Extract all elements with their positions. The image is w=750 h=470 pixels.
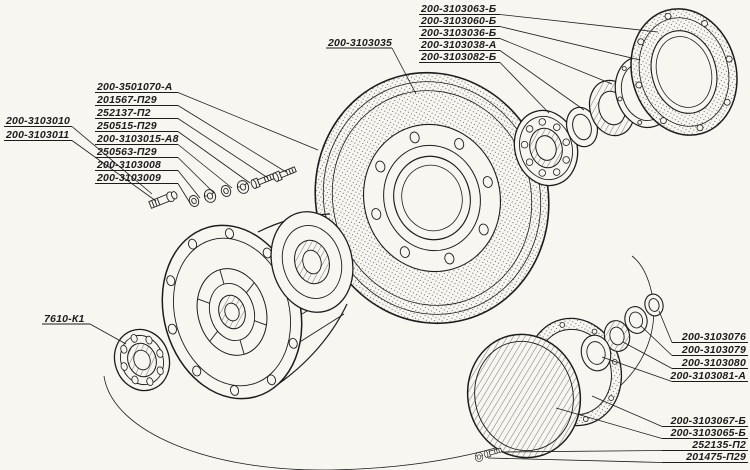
- part-label-right-1: 200-3103076: [681, 331, 746, 343]
- leader-line: [71, 126, 153, 195]
- outer-ball-bearing: [513, 109, 579, 187]
- brake-drum: [314, 71, 550, 325]
- axle-nut: [644, 293, 664, 317]
- leader-line: [177, 131, 251, 184]
- plate-bolt-holes: [635, 12, 733, 132]
- leader-line: [601, 356, 673, 382]
- stud-nut: [202, 187, 218, 205]
- part-label-left-7: 200-3103008: [96, 159, 161, 171]
- inner-taper-bearing: [113, 328, 171, 392]
- thrust-washer: [580, 334, 612, 372]
- part-label-left-1: 200-3501070-А: [96, 81, 173, 93]
- wheel-hub: [161, 211, 354, 400]
- leader-line: [177, 118, 269, 179]
- part-label-drum: 200-3103035: [327, 37, 392, 49]
- part-label-bottom-right-2: 200-3103065-Б: [670, 427, 747, 439]
- part-label-top-right-2: 200-3103060-Б: [420, 15, 497, 27]
- drum-bolt-holes: [371, 131, 493, 265]
- leader-line: [177, 144, 233, 189]
- leader-line: [622, 341, 673, 369]
- part-label-left-4: 250515-П29: [96, 120, 157, 132]
- leader-line: [591, 395, 663, 427]
- part-label-left-2: 201567-П29: [96, 94, 157, 106]
- part-label-left-6: 250563-П29: [96, 146, 157, 158]
- part-label-left-5: 200-3103015-А8: [96, 133, 179, 145]
- leader-line: [177, 170, 201, 199]
- leader-line: [499, 50, 585, 111]
- part-label-top-right-3: 200-3103036-Б: [420, 27, 497, 39]
- cover-nut: [474, 452, 484, 462]
- callouts: 200-3103063-Б 200-3103060-Б 200-3103036-…: [4, 3, 748, 463]
- part-label-bearing: 7610-К1: [44, 313, 85, 325]
- wheel-stud: [147, 189, 180, 211]
- part-label-right-2: 200-3103079: [681, 344, 746, 356]
- part-label-right-4: 200-3103081-А: [669, 370, 746, 382]
- part-label-right-3: 200-3103080: [681, 357, 746, 369]
- part-label-bottom-right-4: 201475-П29: [685, 451, 746, 463]
- leader-line: [499, 38, 613, 85]
- part-label-left-8: 200-3103009: [96, 172, 161, 184]
- hub-web-spokes: [197, 269, 267, 355]
- leader-line: [177, 105, 287, 173]
- leader-line: [89, 323, 127, 345]
- spacer-ring: [565, 106, 599, 148]
- leader-line: [177, 157, 215, 194]
- washer-ring: [603, 320, 631, 352]
- hub-barrel: [270, 211, 354, 313]
- cover-plate: [630, 8, 738, 136]
- hub-flange: [161, 224, 303, 400]
- leader-line: [499, 62, 550, 114]
- spring-washer: [219, 183, 233, 199]
- leader-line: [391, 47, 417, 95]
- part-label-top-right-5: 200-3103082-Б: [420, 51, 497, 63]
- part-label-top-right-4: 200-3103038-А: [420, 39, 497, 51]
- leader-line: [658, 310, 673, 343]
- leader-line: [499, 26, 641, 61]
- leader-line: [177, 183, 191, 204]
- leader-line: [499, 14, 659, 33]
- part-label-far-left-1: 200-3103010: [5, 115, 70, 127]
- part-label-far-left-2: 200-3103011: [5, 129, 69, 141]
- part-label-bottom-right-1: 200-3103067-Б: [670, 415, 747, 427]
- part-label-top-right-1: 200-3103063-Б: [420, 3, 497, 15]
- bearing-rollers: [120, 334, 164, 386]
- bearing-balls: [520, 118, 570, 177]
- part-label-left-3: 252137-П2: [96, 107, 151, 119]
- hub-cap-cover: [466, 333, 582, 459]
- leader-line: [640, 325, 673, 356]
- leader-line: [501, 450, 663, 453]
- leader-line: [177, 92, 319, 151]
- leader-line: [555, 407, 663, 439]
- drum-bolt: [271, 164, 298, 183]
- leader-lines: [71, 14, 673, 463]
- part-label-bottom-right-3: 252135-П2: [691, 439, 746, 451]
- leader-line: [487, 457, 663, 463]
